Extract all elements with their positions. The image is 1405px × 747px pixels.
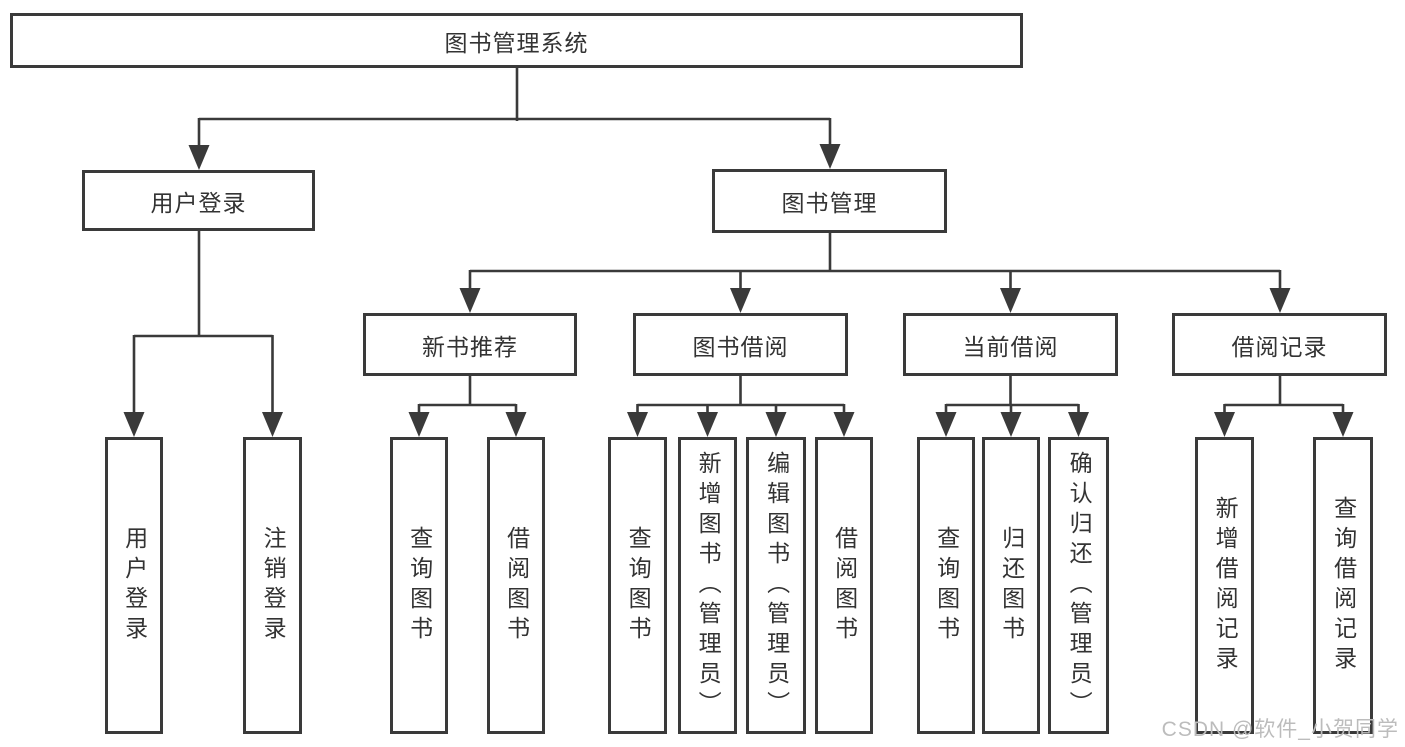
arrow-down-icon — [765, 412, 787, 437]
arrow-down-icon — [262, 412, 283, 437]
leaf-query-books-borrow: 查询图书 — [608, 437, 667, 734]
node-root: 图书管理系统 — [10, 13, 1023, 68]
arrow-down-icon — [697, 412, 718, 437]
leaf-query-borrow-record: 查询借阅记录 — [1313, 437, 1373, 734]
arrow-down-icon — [408, 412, 430, 437]
node-label: 编辑图书（管理员） — [763, 450, 790, 721]
arrow-down-icon — [627, 412, 648, 437]
node-label: 查询图书 — [625, 525, 652, 646]
arrow-down-icon — [123, 412, 145, 437]
arrow-down-icon — [833, 412, 855, 437]
node-new-book-recommend: 新书推荐 — [363, 313, 577, 376]
node-label: 新增图书（管理员） — [695, 450, 722, 721]
arrow-down-icon — [1068, 412, 1089, 437]
leaf-borrow-books-recommend: 借阅图书 — [487, 437, 545, 734]
leaf-return-book: 归还图书 — [982, 437, 1040, 734]
arrow-down-icon — [935, 412, 957, 437]
node-label: 查询图书 — [933, 525, 960, 646]
node-label: 查询图书 — [406, 525, 433, 646]
node-label: 借阅图书 — [503, 525, 530, 646]
node-current-borrow: 当前借阅 — [903, 313, 1118, 376]
arrow-down-icon — [1269, 288, 1291, 313]
node-label: 借阅图书 — [831, 525, 858, 646]
leaf-confirm-return-admin: 确认归还（管理员） — [1048, 437, 1109, 734]
node-user-login: 用户登录 — [82, 170, 315, 231]
node-label: 查询借阅记录 — [1330, 495, 1357, 676]
node-book-borrow: 图书借阅 — [633, 313, 848, 376]
arrow-down-icon — [1000, 412, 1022, 437]
leaf-logout: 注销登录 — [243, 437, 302, 734]
arrow-down-icon — [730, 288, 751, 313]
leaf-query-books-current: 查询图书 — [917, 437, 975, 734]
node-book-management: 图书管理 — [712, 169, 947, 233]
arrow-down-icon — [505, 412, 527, 437]
leaf-add-borrow-record: 新增借阅记录 — [1195, 437, 1254, 734]
arrow-down-icon — [1332, 412, 1354, 437]
node-label: 用户登录 — [121, 525, 148, 646]
connector-lines — [132, 68, 1345, 414]
node-label: 注销登录 — [260, 525, 287, 646]
node-label: 新增借阅记录 — [1212, 495, 1239, 676]
arrow-down-icon — [819, 144, 841, 169]
leaf-query-books-recommend: 查询图书 — [390, 437, 448, 734]
csdn-watermark: CSDN @软件_小贺同学 — [1161, 718, 1399, 741]
node-label: 归还图书 — [998, 525, 1025, 646]
arrowheads — [123, 144, 1354, 437]
leaf-add-book-admin: 新增图书（管理员） — [678, 437, 737, 734]
arrow-down-icon — [1214, 412, 1235, 437]
arrow-down-icon — [459, 288, 481, 313]
arrow-down-icon — [1000, 288, 1021, 313]
arrow-down-icon — [188, 145, 210, 170]
leaf-user-login: 用户登录 — [105, 437, 163, 734]
leaf-borrow-books-borrow: 借阅图书 — [815, 437, 873, 734]
node-borrow-records: 借阅记录 — [1172, 313, 1387, 376]
leaf-edit-book-admin: 编辑图书（管理员） — [746, 437, 806, 734]
node-label: 确认归还（管理员） — [1066, 450, 1093, 721]
